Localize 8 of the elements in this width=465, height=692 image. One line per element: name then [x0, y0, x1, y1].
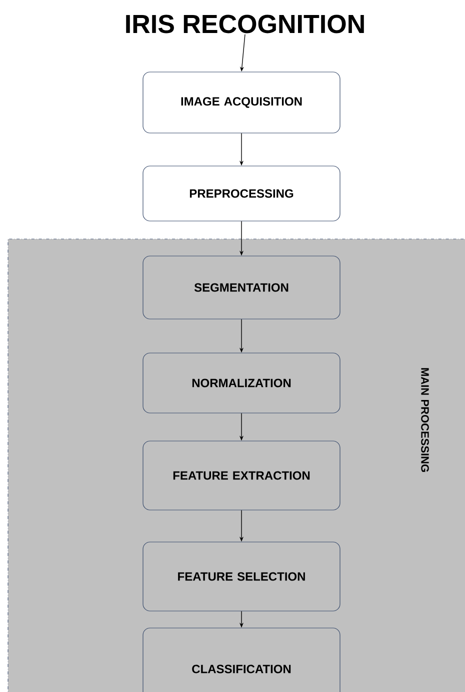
process-box: NORMALIZATION	[142, 352, 340, 414]
process-box: CLASSIFICATION	[142, 628, 340, 692]
title: IRIS RECOGNITION	[126, 14, 364, 34]
process-box: SEGMENTATION	[142, 256, 340, 320]
process-box: FEATURE SELECTION	[142, 542, 340, 612]
process-box: PREPROCESSING	[142, 166, 340, 222]
process-box: IMAGE ACQUISITION	[142, 72, 340, 134]
process-box: FEATURE EXTRACTION	[142, 440, 340, 510]
